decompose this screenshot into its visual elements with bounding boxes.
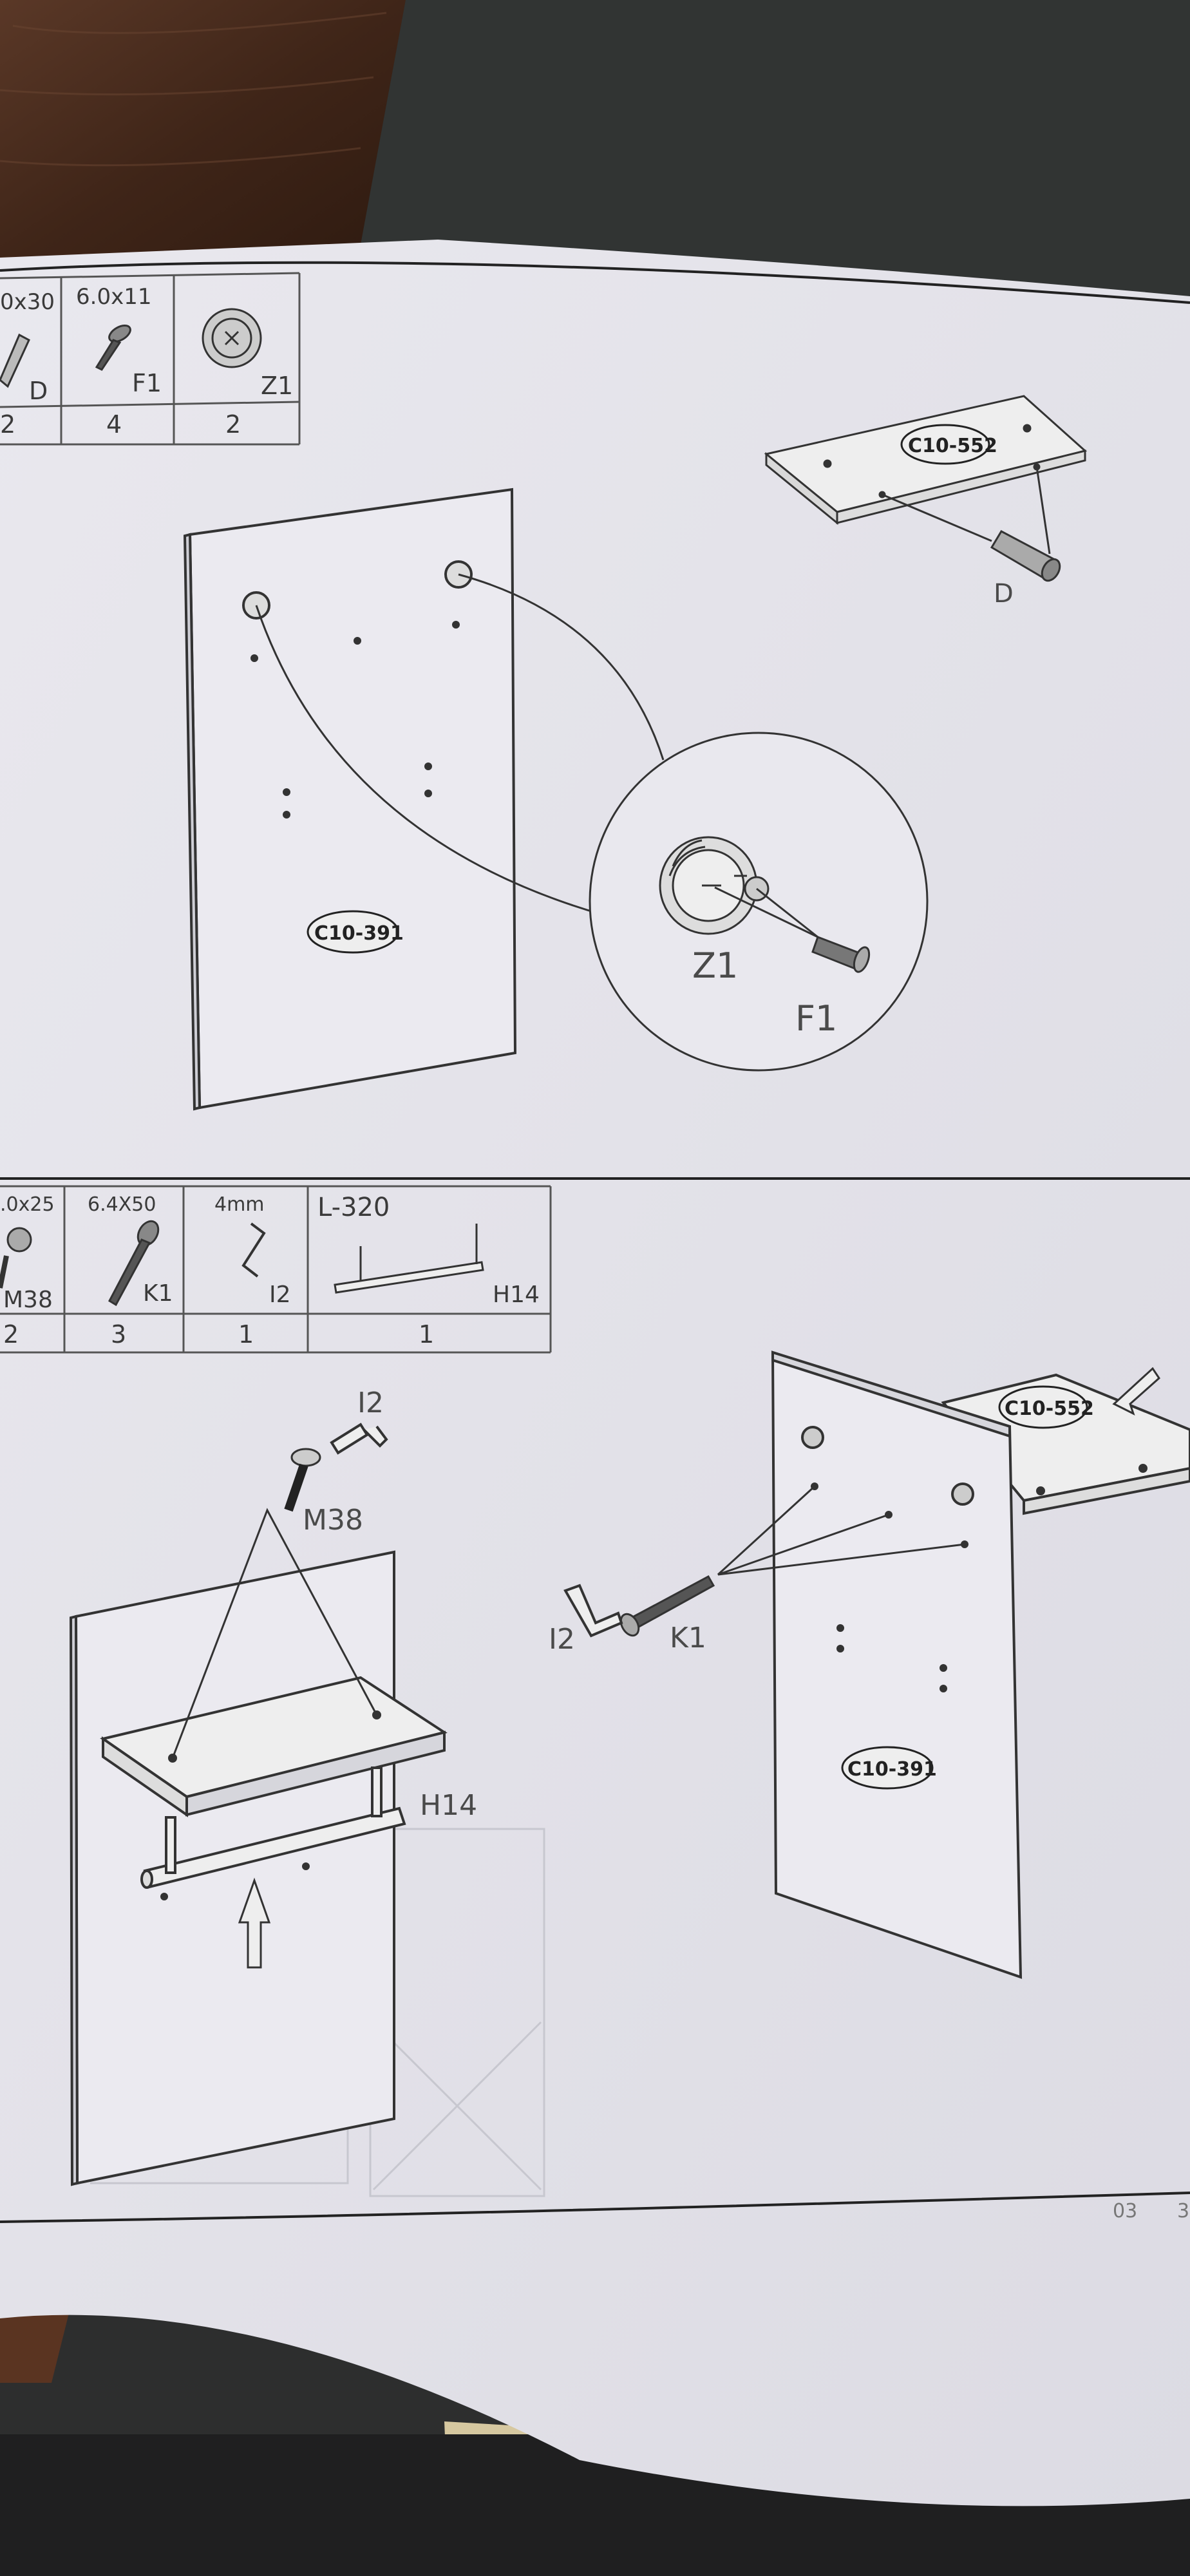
panel-code-top: C10-391 — [314, 922, 404, 945]
label-handle-left: H14 — [420, 1789, 477, 1822]
screw-icon — [811, 936, 871, 973]
side-panel-top — [183, 488, 517, 1111]
shelf-board-left — [100, 1676, 448, 1817]
table-qty-1: 2 — [3, 1320, 19, 1349]
table-code-2: K1 — [143, 1280, 173, 1307]
dowel-icon — [0, 333, 30, 388]
panel-code-badge-right — [841, 1746, 934, 1790]
parts-table-top — [0, 272, 301, 446]
table-qty-1: 2 — [0, 410, 15, 439]
label-screw-right: K1 — [670, 1622, 706, 1654]
screw-icon — [95, 325, 131, 371]
label-hex-key-left: I2 — [357, 1387, 384, 1419]
table-header-2: 6.0x11 — [76, 284, 151, 310]
table-code-1: M38 — [3, 1287, 53, 1313]
hex-key-icon — [241, 1222, 266, 1278]
screw-icon — [284, 1448, 321, 1512]
callout-line — [255, 605, 603, 916]
table-code-3: I2 — [269, 1282, 291, 1308]
next-page-number: 3 — [1177, 2200, 1189, 2222]
table-header-1: .0x25 — [0, 1193, 55, 1216]
arrow-icon — [1112, 1367, 1160, 1416]
table-qty-2: 4 — [106, 410, 122, 439]
table-header-2: 6.4X50 — [88, 1193, 156, 1216]
side-panel-right — [771, 1350, 1023, 1979]
detail-magnifier: Z1 F1 — [589, 732, 929, 1072]
dowel-icon — [990, 530, 1061, 582]
left-assembly: I2 M38 H14 — [69, 1387, 545, 2197]
table-code-4: H14 — [493, 1282, 540, 1308]
page-number: 03 — [1113, 2200, 1137, 2222]
detail-label-screw: F1 — [795, 998, 837, 1039]
table-code-1: D — [29, 377, 48, 405]
dowel-label: D — [994, 579, 1014, 609]
panel-code-right: C10-391 — [847, 1758, 937, 1781]
step-top: 0x30 6.0x11 D F1 Z1 2 4 2 — [0, 272, 1088, 1111]
table-qty-3: 1 — [238, 1320, 254, 1349]
handle-icon — [140, 1766, 406, 1889]
table-code-2: F1 — [132, 369, 162, 397]
dark-desk-surface — [361, 0, 1190, 296]
parts-table-bottom — [0, 1185, 552, 1354]
wood-table-surface — [0, 0, 406, 270]
screw-icon — [108, 1220, 160, 1307]
cam-lock-icon — [202, 308, 262, 368]
shelf-code-badge-top — [900, 424, 990, 465]
panel-code-badge-top — [307, 910, 399, 954]
label-hex-key-right: I2 — [549, 1623, 575, 1656]
screw-icon — [619, 1575, 715, 1637]
table-header-4: L-320 — [317, 1193, 390, 1222]
handle-icon — [334, 1224, 484, 1294]
cam-lock-icon — [659, 836, 770, 935]
bottom-frame-line — [0, 2192, 1190, 2223]
callout-line — [458, 573, 665, 761]
step-bottom: .0x25 6.4X50 4mm L-320 M38 K1 I2 H14 2 3… — [0, 1185, 1190, 2197]
shelf-code-right: C10-552 — [1005, 1397, 1094, 1420]
screw-icon — [0, 1227, 32, 1289]
shelf-code-top: C10-552 — [908, 435, 997, 457]
top-frame-line — [0, 261, 1190, 304]
table-qty-3: 2 — [225, 410, 241, 439]
table-qty-4: 1 — [419, 1320, 434, 1349]
right-assembly: C10-552 C10-391 — [549, 1350, 1190, 1979]
label-screw-left: M38 — [303, 1504, 363, 1537]
arrow-icon — [238, 1877, 271, 1969]
table-code-3: Z1 — [261, 372, 293, 400]
side-panel-left — [69, 1550, 395, 2186]
hex-key-icon — [330, 1423, 388, 1455]
table-qty-2: 3 — [111, 1320, 126, 1349]
table-header-1: 0x30 — [0, 289, 55, 315]
detail-label-cam-lock: Z1 — [692, 945, 738, 986]
shelf-code-badge-right — [998, 1385, 1088, 1429]
hex-key-icon — [563, 1584, 623, 1638]
table-header-3: 4mm — [214, 1193, 265, 1216]
